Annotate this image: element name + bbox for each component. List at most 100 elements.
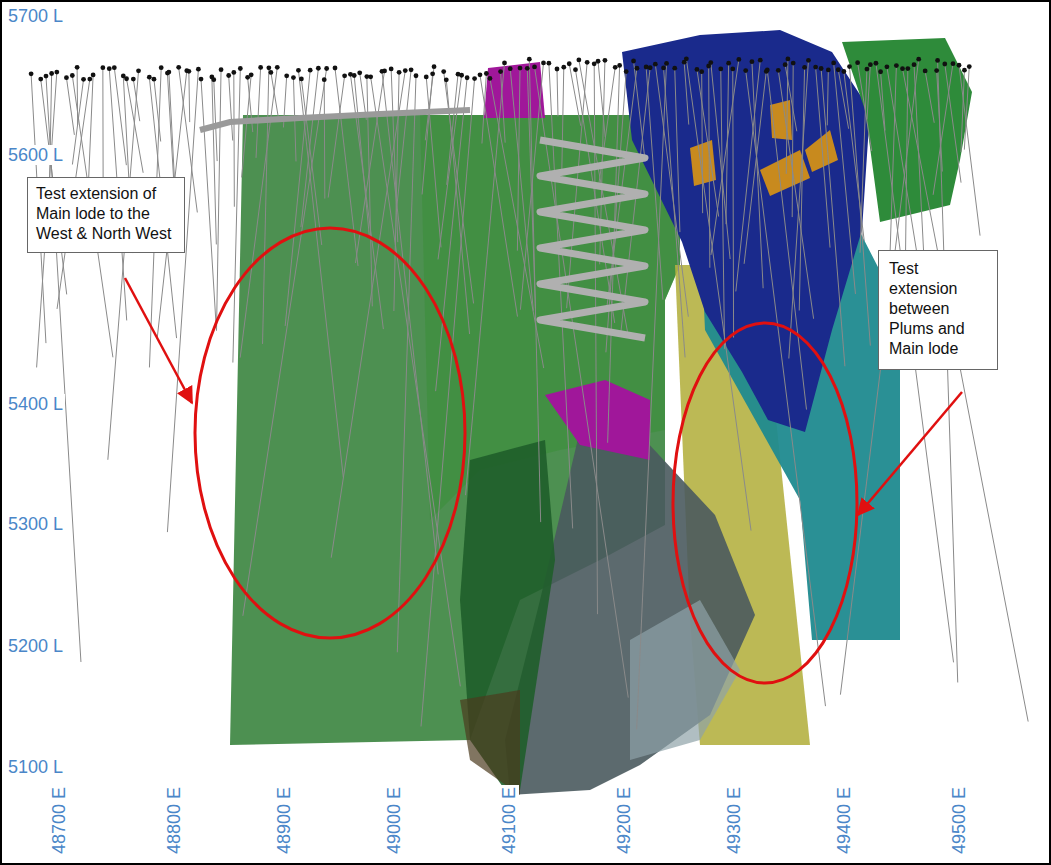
collar-dot <box>613 65 618 70</box>
collar-dot <box>403 68 408 73</box>
collar-dot <box>783 62 788 67</box>
drill-trace <box>903 69 1029 722</box>
collar-dot <box>894 63 899 68</box>
collar-dot <box>874 61 879 66</box>
drill-trace <box>686 59 751 531</box>
target-ellipse <box>673 323 857 683</box>
collar-dot <box>648 65 653 70</box>
easting-label: 49200 E <box>614 785 634 856</box>
drill-trace <box>214 80 217 161</box>
collar-dot <box>444 77 449 82</box>
collar-dot <box>316 66 321 71</box>
collar-dot <box>152 77 157 82</box>
drill-trace <box>840 59 918 694</box>
drill-trace <box>382 71 438 574</box>
easting-label: 49000 E <box>384 785 404 856</box>
easting-label: 48900 E <box>274 785 294 856</box>
collar-dot <box>44 74 49 79</box>
collar-dot <box>878 69 883 74</box>
collar-dot <box>29 71 34 76</box>
drill-trace <box>732 69 734 338</box>
collar-dot <box>397 70 402 75</box>
collar-dot <box>70 73 75 78</box>
drill-trace <box>711 63 730 259</box>
drill-trace <box>242 75 252 178</box>
collar-dot <box>136 68 141 73</box>
collar-dot <box>672 66 677 71</box>
drill-trace <box>517 68 520 251</box>
callout-box: Test extension of Main lode to the West … <box>27 177 185 253</box>
callout-text: Test extension of Main lode to the West … <box>36 184 176 244</box>
collar-dot <box>786 57 791 62</box>
drill-trace <box>925 71 934 123</box>
decline <box>200 110 470 130</box>
collar-dot <box>718 67 723 72</box>
collar-dot <box>617 63 622 68</box>
collar-dot <box>836 67 841 72</box>
collar-dot <box>147 75 152 80</box>
collar-dot <box>409 67 414 72</box>
collar-dot <box>865 67 870 72</box>
collar-dot <box>813 65 818 70</box>
collar-dot <box>266 65 271 70</box>
drill-trace <box>256 67 261 157</box>
collar-dot <box>389 66 394 71</box>
drill-trace <box>778 70 813 318</box>
drill-trace <box>233 72 235 206</box>
drill-trace <box>945 64 961 183</box>
leader-arrow <box>125 278 192 403</box>
drill-trace <box>637 63 667 729</box>
drill-trace <box>752 62 763 289</box>
drill-trace <box>789 60 809 358</box>
drill-trace <box>421 79 475 727</box>
collar-dot <box>518 66 523 71</box>
collar-dot <box>268 70 273 75</box>
drill-trace <box>108 71 139 460</box>
drill-trace <box>397 76 416 652</box>
grey-body-face <box>630 600 740 760</box>
lower-brown-body <box>460 690 520 795</box>
collar-dot <box>699 69 704 74</box>
collar-dot <box>664 61 669 66</box>
collar-dot <box>54 70 59 75</box>
collar-dot <box>430 71 435 76</box>
easting-label: 49500 E <box>949 785 969 856</box>
collar-dot <box>352 73 357 78</box>
collar-dot <box>546 61 551 66</box>
drill-trace <box>744 71 766 263</box>
collar-dot <box>432 64 437 69</box>
collar-dot <box>186 69 191 74</box>
collar-dot <box>299 76 304 81</box>
collar-dot <box>508 66 513 71</box>
collar-dot <box>776 68 781 73</box>
drill-trace <box>881 72 885 131</box>
orebody-solids <box>230 30 972 795</box>
drill-trace <box>701 72 703 214</box>
collar-dot <box>585 60 590 65</box>
drill-trace <box>446 80 469 334</box>
drill-trace <box>736 60 760 291</box>
magenta-lode <box>545 380 650 460</box>
collar-dot <box>131 77 136 82</box>
drill-trace <box>367 77 372 307</box>
drill-trace <box>964 67 969 150</box>
collar-dot <box>635 66 640 71</box>
drill-trace <box>466 63 505 495</box>
collar-dot <box>730 67 735 72</box>
drill-trace <box>335 68 358 266</box>
drill-trace <box>328 76 344 198</box>
collar-dot <box>357 70 362 75</box>
collar-dot <box>249 72 254 77</box>
drill-trace <box>66 78 74 135</box>
collar-dot <box>488 76 493 81</box>
drill-trace <box>549 63 573 528</box>
drill-trace <box>675 68 680 232</box>
collar-dot <box>112 65 117 70</box>
drill-trace <box>827 70 828 125</box>
collar-dot <box>231 70 236 75</box>
collar-dot <box>342 73 347 78</box>
collar-dot <box>324 66 329 71</box>
drill-trace <box>298 70 343 477</box>
drill-trace <box>114 68 126 165</box>
